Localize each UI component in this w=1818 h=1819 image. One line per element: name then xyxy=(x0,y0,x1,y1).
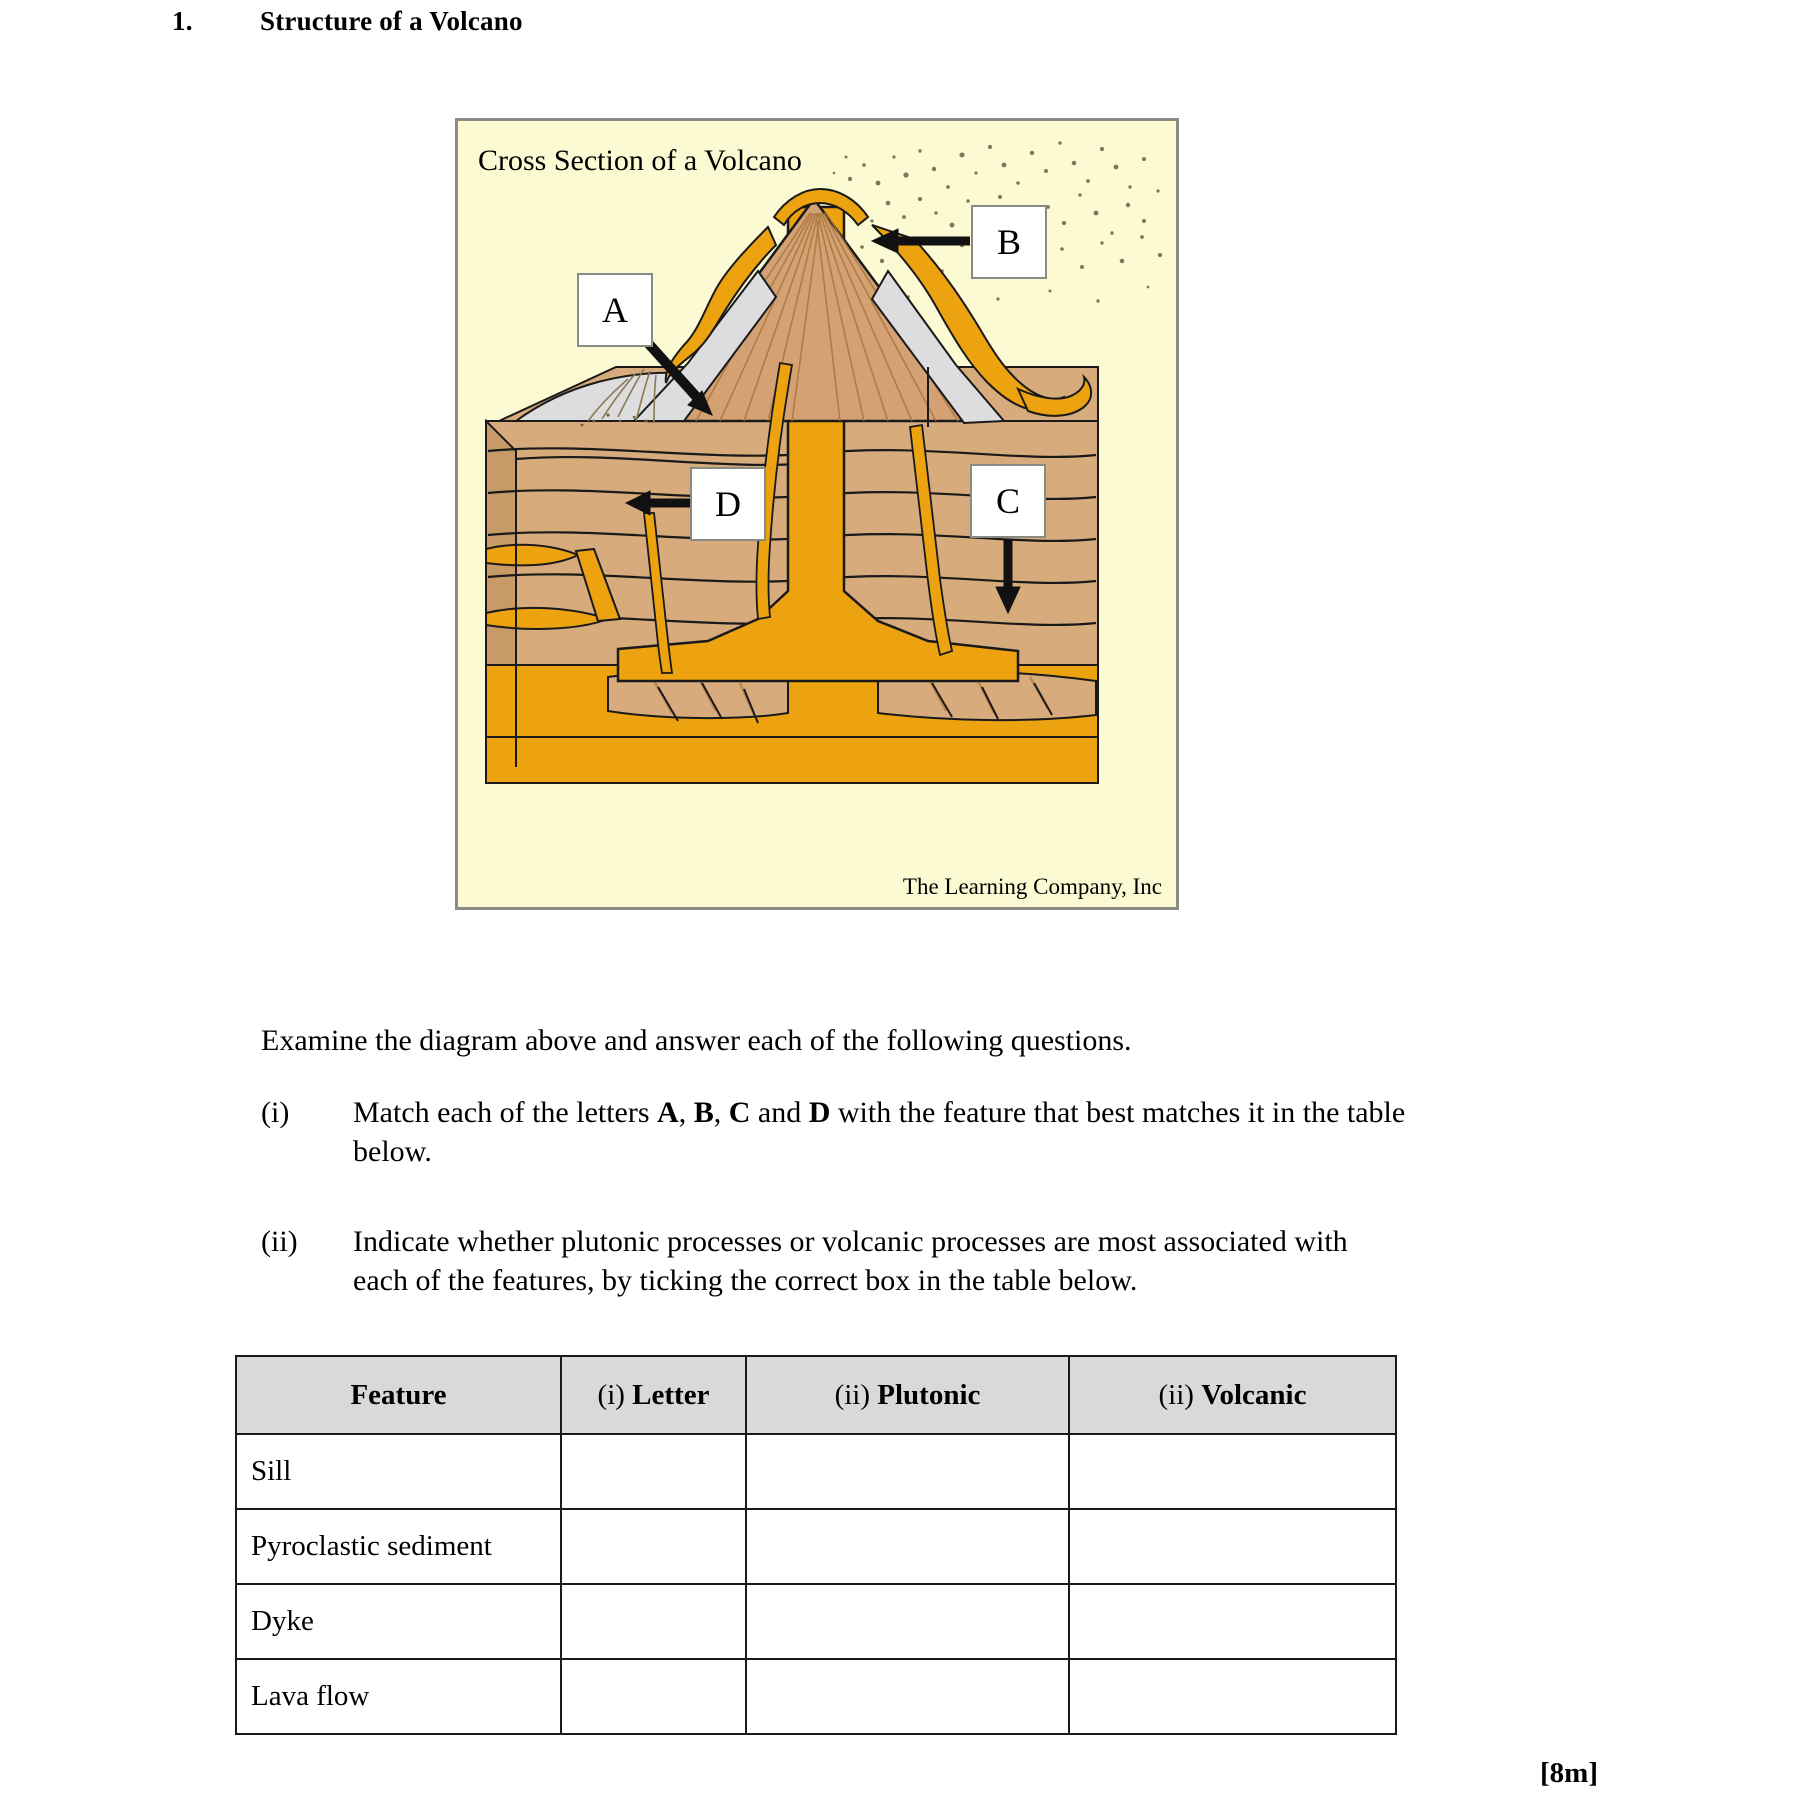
answer-cell-plutonic-lava-flow[interactable] xyxy=(745,1658,1070,1735)
arrow-a xyxy=(644,339,713,416)
diagram-label-c: C xyxy=(970,464,1046,538)
volcano-diagram: Cross Section of a Volcano A B C D The L… xyxy=(455,118,1179,910)
diagram-label-b: B xyxy=(971,205,1047,279)
answer-cell-letter-lava-flow[interactable] xyxy=(560,1658,747,1735)
answer-table: Feature (i) Letter (ii) Plutonic (ii) Vo… xyxy=(235,1355,1397,1735)
marks-allocation: [8m] xyxy=(1540,1757,1598,1789)
table-header-row: Feature (i) Letter (ii) Plutonic (ii) Vo… xyxy=(235,1355,1397,1435)
answer-cell-plutonic-pyroclastic-sediment[interactable] xyxy=(745,1508,1070,1585)
item-i-text: Match each of the letters A, B, C and D … xyxy=(353,1096,1406,1168)
item-i-marker: (i) xyxy=(261,1096,290,1129)
figure-credit: The Learning Company, Inc xyxy=(902,874,1162,899)
table-row: Lava flow xyxy=(235,1658,1397,1735)
answer-cell-volcanic-dyke[interactable] xyxy=(1068,1583,1397,1660)
feature-name-lava-flow: Lava flow xyxy=(235,1658,562,1735)
figure-caption: Cross Section of a Volcano xyxy=(478,144,802,177)
column-header-plutonic: (ii) Plutonic xyxy=(745,1355,1070,1435)
arrow-b xyxy=(870,228,970,254)
answer-cell-volcanic-lava-flow[interactable] xyxy=(1068,1658,1397,1735)
volcano-cross-section-illustration xyxy=(485,141,1163,784)
pyroclastic-fan xyxy=(587,368,657,424)
feature-name-sill: Sill xyxy=(235,1433,562,1510)
arrow-c xyxy=(995,539,1021,615)
column-header-feature: Feature xyxy=(235,1355,562,1435)
lava-flow-left xyxy=(664,225,778,384)
answer-cell-plutonic-sill[interactable] xyxy=(745,1433,1070,1510)
question-item-i: (i) Match each of the letters A, B, C an… xyxy=(261,1093,1441,1171)
answer-cell-letter-dyke[interactable] xyxy=(560,1583,747,1660)
item-ii-text: Indicate whether plutonic processes or v… xyxy=(353,1225,1348,1297)
question-item-ii: (ii) Indicate whether plutonic processes… xyxy=(261,1222,1391,1300)
feature-name-pyroclastic-sediment: Pyroclastic sediment xyxy=(235,1508,562,1585)
column-header-letter: (i) Letter xyxy=(560,1355,747,1435)
crater-rim xyxy=(772,187,870,227)
diagram-label-d: D xyxy=(690,467,766,541)
diagram-label-a: A xyxy=(577,273,653,347)
intro-paragraph: Examine the diagram above and answer eac… xyxy=(261,1024,1132,1057)
feature-name-dyke: Dyke xyxy=(235,1583,562,1660)
table-row: Sill xyxy=(235,1433,1397,1510)
page-title: 1. Structure of a Volcano xyxy=(172,6,523,37)
item-ii-marker: (ii) xyxy=(261,1225,298,1258)
answer-cell-letter-pyroclastic-sediment[interactable] xyxy=(560,1508,747,1585)
annotation-arrows xyxy=(624,228,1021,615)
column-header-volcanic: (ii) Volcanic xyxy=(1068,1355,1397,1435)
arrow-d xyxy=(624,490,690,516)
answer-cell-volcanic-pyroclastic-sediment[interactable] xyxy=(1068,1508,1397,1585)
answer-cell-volcanic-sill[interactable] xyxy=(1068,1433,1397,1510)
dyke-left xyxy=(643,512,674,674)
answer-cell-letter-sill[interactable] xyxy=(560,1433,747,1510)
table-row: Pyroclastic sediment xyxy=(235,1508,1397,1585)
snow-right-flank xyxy=(870,269,1007,425)
table-row: Dyke xyxy=(235,1583,1397,1660)
dyke-right xyxy=(909,423,954,657)
question-number: 1. xyxy=(172,6,193,36)
answer-cell-plutonic-dyke[interactable] xyxy=(745,1583,1070,1660)
question-title: Structure of a Volcano xyxy=(260,6,523,36)
